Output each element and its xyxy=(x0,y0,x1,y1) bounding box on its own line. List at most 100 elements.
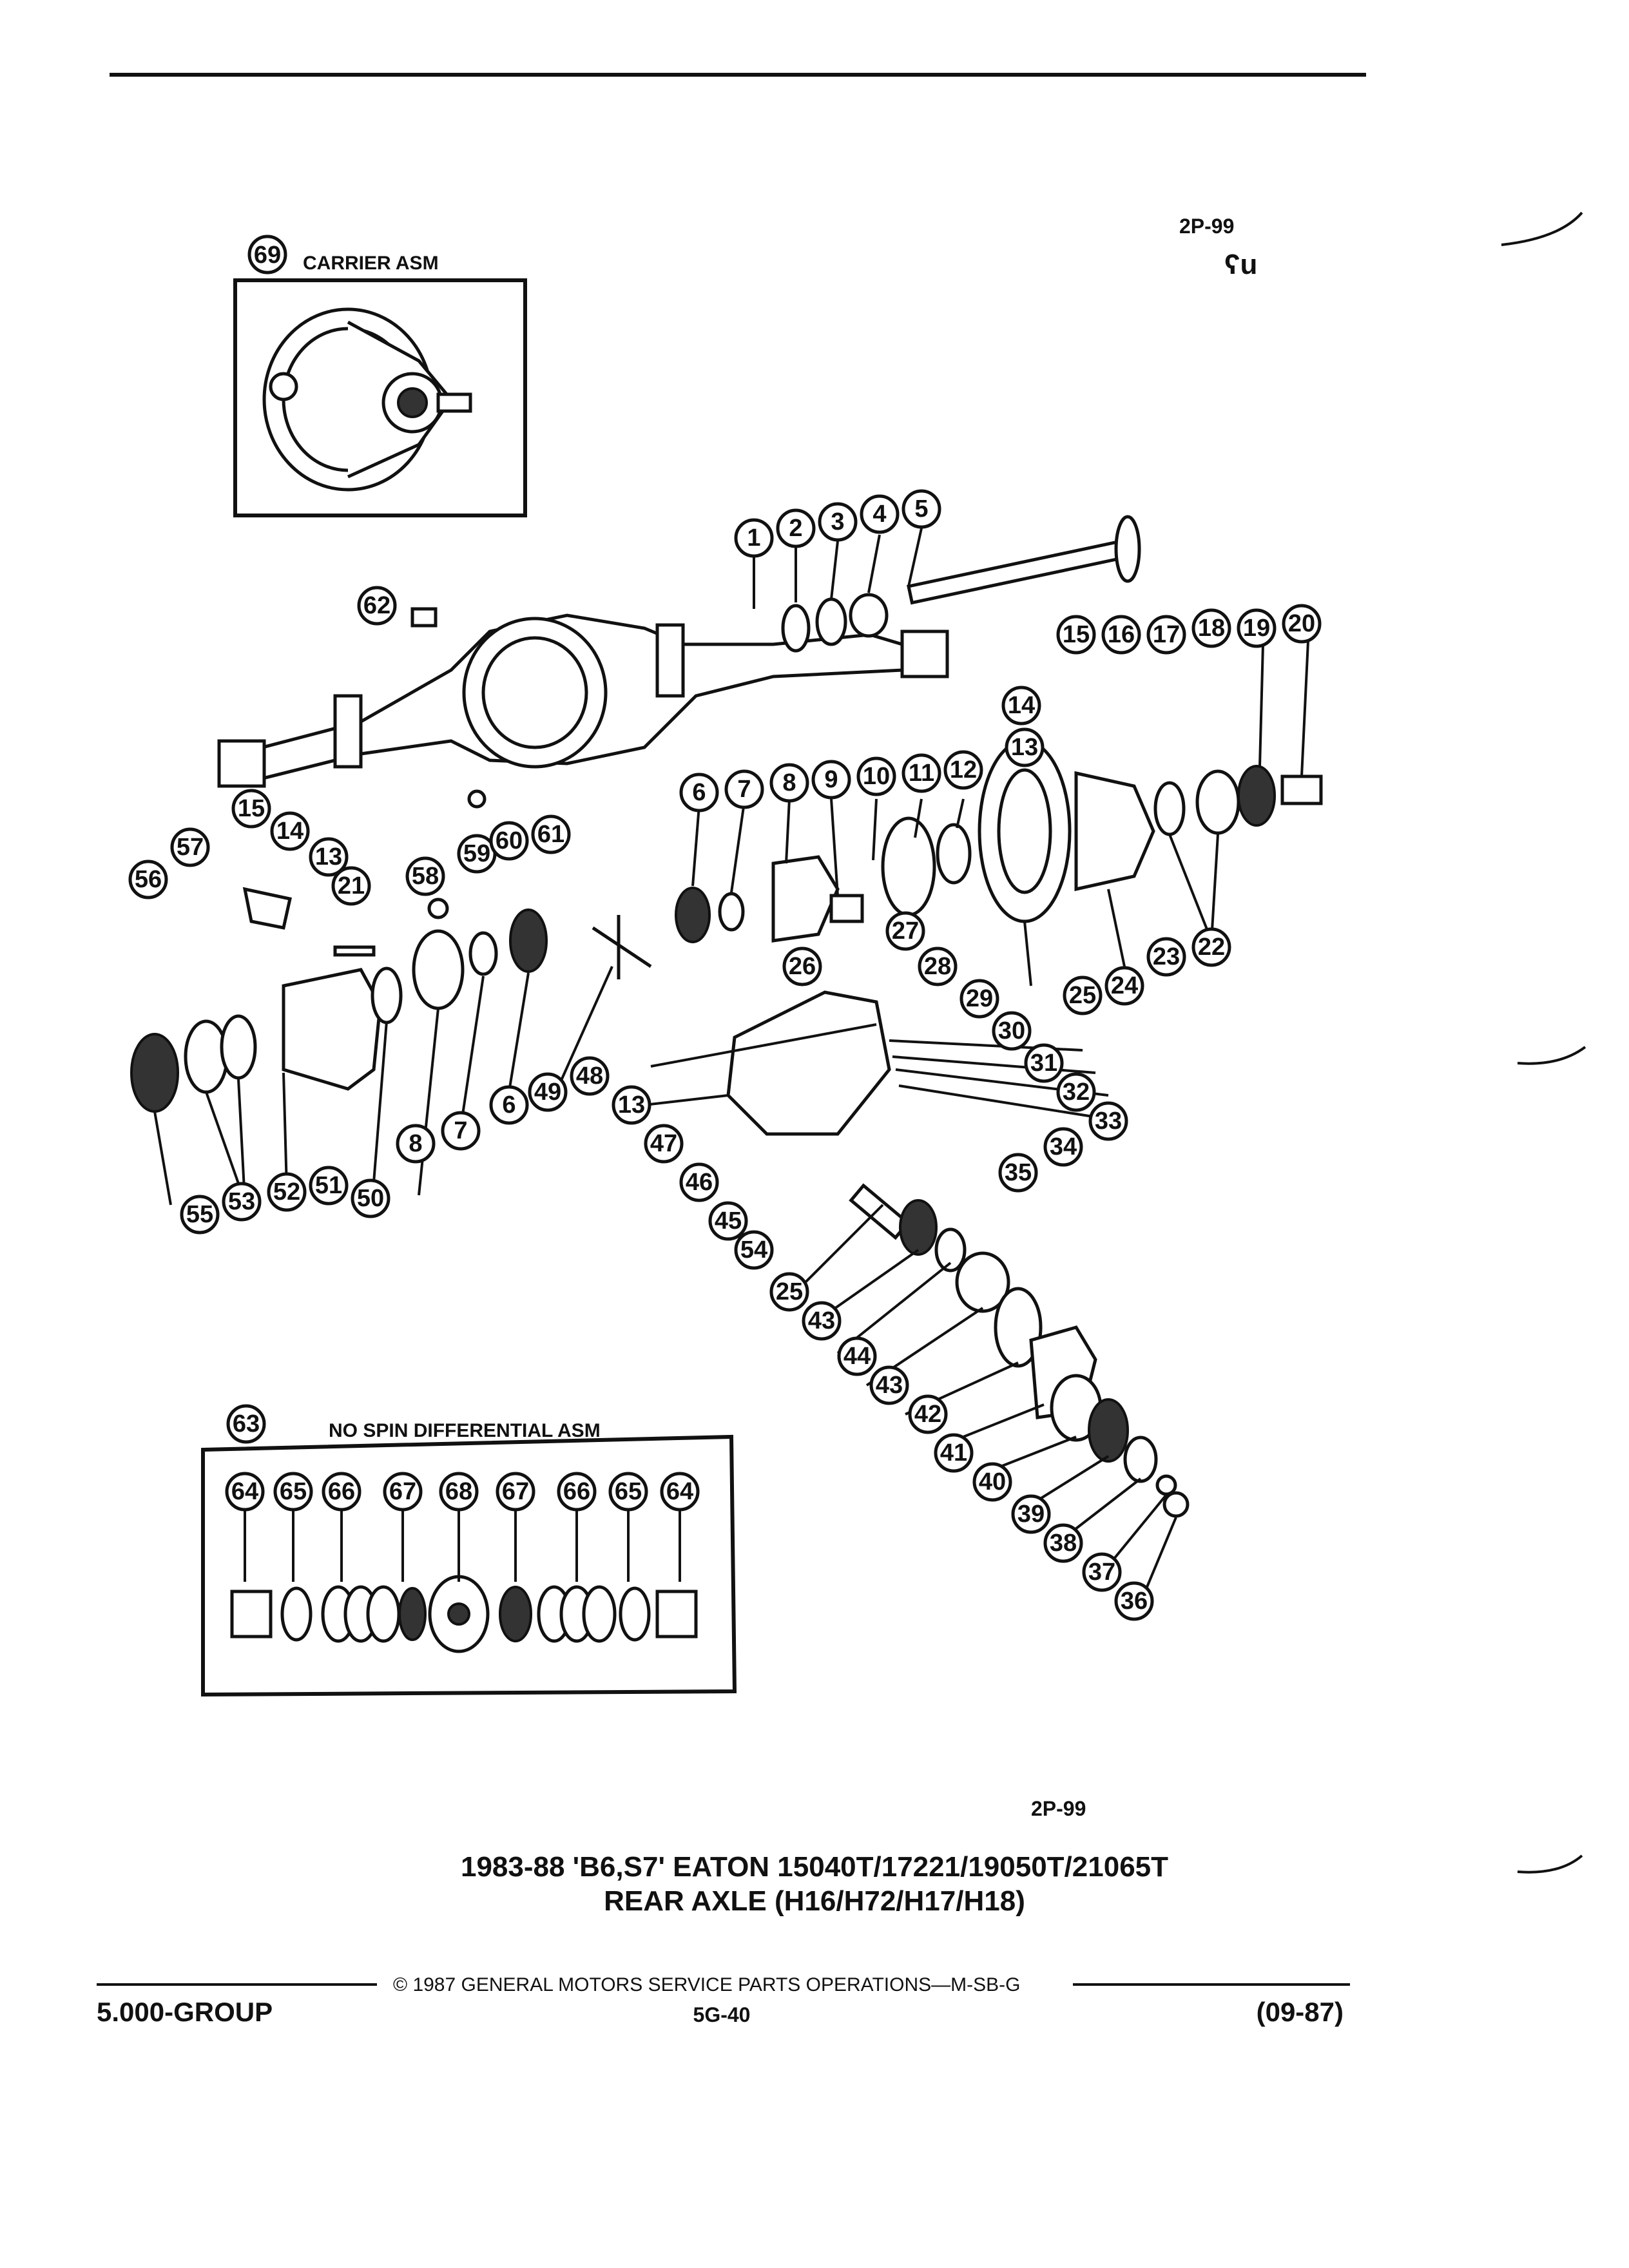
callout-number: 14 xyxy=(276,818,304,845)
callout-circle xyxy=(1011,1494,1051,1534)
callout-circle xyxy=(180,1195,220,1235)
callout-number: 21 xyxy=(338,872,365,899)
callout-number: 22 xyxy=(1198,934,1225,961)
callout-number: 53 xyxy=(228,1188,255,1215)
callout-67: 67 xyxy=(496,1472,535,1512)
callout-29: 29 xyxy=(959,979,999,1019)
callout-13: 13 xyxy=(309,837,349,877)
callout-number: 55 xyxy=(186,1201,213,1228)
callout-circle xyxy=(998,1153,1038,1193)
callout-circle xyxy=(1088,1101,1128,1141)
callout-number: 14 xyxy=(1008,692,1035,719)
callout-25: 25 xyxy=(769,1272,809,1312)
callout-circle xyxy=(802,1301,842,1341)
callout-number: 43 xyxy=(876,1372,903,1399)
callout-number: 62 xyxy=(363,592,390,619)
callout-circle xyxy=(679,773,719,812)
callout-53: 53 xyxy=(222,1182,262,1222)
leader-lines xyxy=(153,528,1309,1595)
callout-28: 28 xyxy=(918,947,958,986)
callout-46: 46 xyxy=(679,1162,719,1202)
callout-number: 16 xyxy=(1108,621,1135,648)
callout-circle xyxy=(1237,608,1277,648)
callout-number: 42 xyxy=(914,1401,941,1428)
callout-45: 45 xyxy=(708,1201,748,1241)
callout-41: 41 xyxy=(934,1433,974,1473)
callout-circle xyxy=(1001,686,1041,726)
callout-circle xyxy=(405,856,445,896)
callout-number: 52 xyxy=(273,1178,300,1206)
no-spin-differential-box: 63 NO SPIN DIFFERENTIAL ASM xyxy=(201,1404,737,1697)
callout-number: 44 xyxy=(843,1343,871,1370)
callout-number: 15 xyxy=(1063,621,1090,648)
no-spin-frame xyxy=(201,1434,737,1697)
no-spin-illustration xyxy=(230,1575,698,1653)
callout-circle xyxy=(351,1178,390,1218)
callout-number: 36 xyxy=(1121,1588,1148,1615)
callout-circle xyxy=(383,1472,423,1512)
callout-circle xyxy=(267,1172,307,1212)
callout-number: 9 xyxy=(824,766,838,793)
callout-3: 3 xyxy=(818,502,858,542)
callout-number: 18 xyxy=(1198,615,1225,642)
callout-circle xyxy=(247,235,287,274)
callout-circle xyxy=(489,1085,529,1125)
callout-20: 20 xyxy=(1282,604,1322,644)
callout-number: 60 xyxy=(496,827,523,854)
callout-number: 26 xyxy=(789,953,816,980)
group-label: 5.000-GROUP xyxy=(97,1997,273,2027)
callout-circle xyxy=(309,1166,349,1206)
callout-9: 9 xyxy=(811,760,851,800)
callout-circle xyxy=(856,756,896,796)
callout-number: 49 xyxy=(534,1079,561,1106)
callout-number: 7 xyxy=(454,1117,467,1144)
callout-number: 30 xyxy=(998,1017,1025,1044)
callout-circle xyxy=(612,1085,651,1125)
ref-code-top: 2P-99 xyxy=(1179,215,1234,238)
callout-number: 31 xyxy=(1030,1050,1057,1077)
callout-circle xyxy=(441,1111,481,1151)
callout-circle xyxy=(837,1336,877,1376)
callout-circle xyxy=(570,1056,610,1096)
callout-32: 32 xyxy=(1056,1072,1096,1112)
callout-30: 30 xyxy=(992,1011,1032,1051)
callout-circle xyxy=(225,1472,265,1512)
callout-33: 33 xyxy=(1088,1101,1128,1141)
carrier-asm-illustration xyxy=(262,307,472,492)
callout-circle xyxy=(724,769,764,809)
callout-number: 65 xyxy=(615,1478,642,1505)
callout-circle xyxy=(1056,615,1096,655)
callout-number: 67 xyxy=(389,1478,416,1505)
callout-number: 59 xyxy=(463,840,490,867)
callout-circle xyxy=(1104,966,1144,1006)
callout-1: 1 xyxy=(734,518,774,558)
callout-27: 27 xyxy=(885,911,925,951)
callout-circle xyxy=(1191,927,1231,967)
callout-10: 10 xyxy=(856,756,896,796)
callout-number: 68 xyxy=(445,1478,472,1505)
callout-circle xyxy=(679,1162,719,1202)
callout-13: 13 xyxy=(1005,727,1045,767)
callout-number: 25 xyxy=(776,1278,803,1305)
callout-circle xyxy=(1005,727,1045,767)
callout-48: 48 xyxy=(570,1056,610,1096)
callout-42: 42 xyxy=(908,1394,948,1434)
callout-67: 67 xyxy=(383,1472,423,1512)
callout-50: 50 xyxy=(351,1178,390,1218)
callout-number: 46 xyxy=(686,1169,713,1196)
callout-circle xyxy=(972,1462,1012,1502)
callout-number: 58 xyxy=(412,863,439,890)
callout-number: 47 xyxy=(650,1130,677,1157)
callout-circle xyxy=(1282,604,1322,644)
callout-37: 37 xyxy=(1082,1552,1122,1592)
callout-number: 28 xyxy=(924,953,951,980)
callout-circle xyxy=(811,760,851,800)
callout-5: 5 xyxy=(901,489,941,529)
callout-7: 7 xyxy=(441,1111,481,1151)
callout-52: 52 xyxy=(267,1172,307,1212)
callout-number: 69 xyxy=(254,242,281,269)
callout-21: 21 xyxy=(331,866,371,906)
callout-number: 1 xyxy=(747,524,760,552)
callout-circle xyxy=(769,763,809,803)
